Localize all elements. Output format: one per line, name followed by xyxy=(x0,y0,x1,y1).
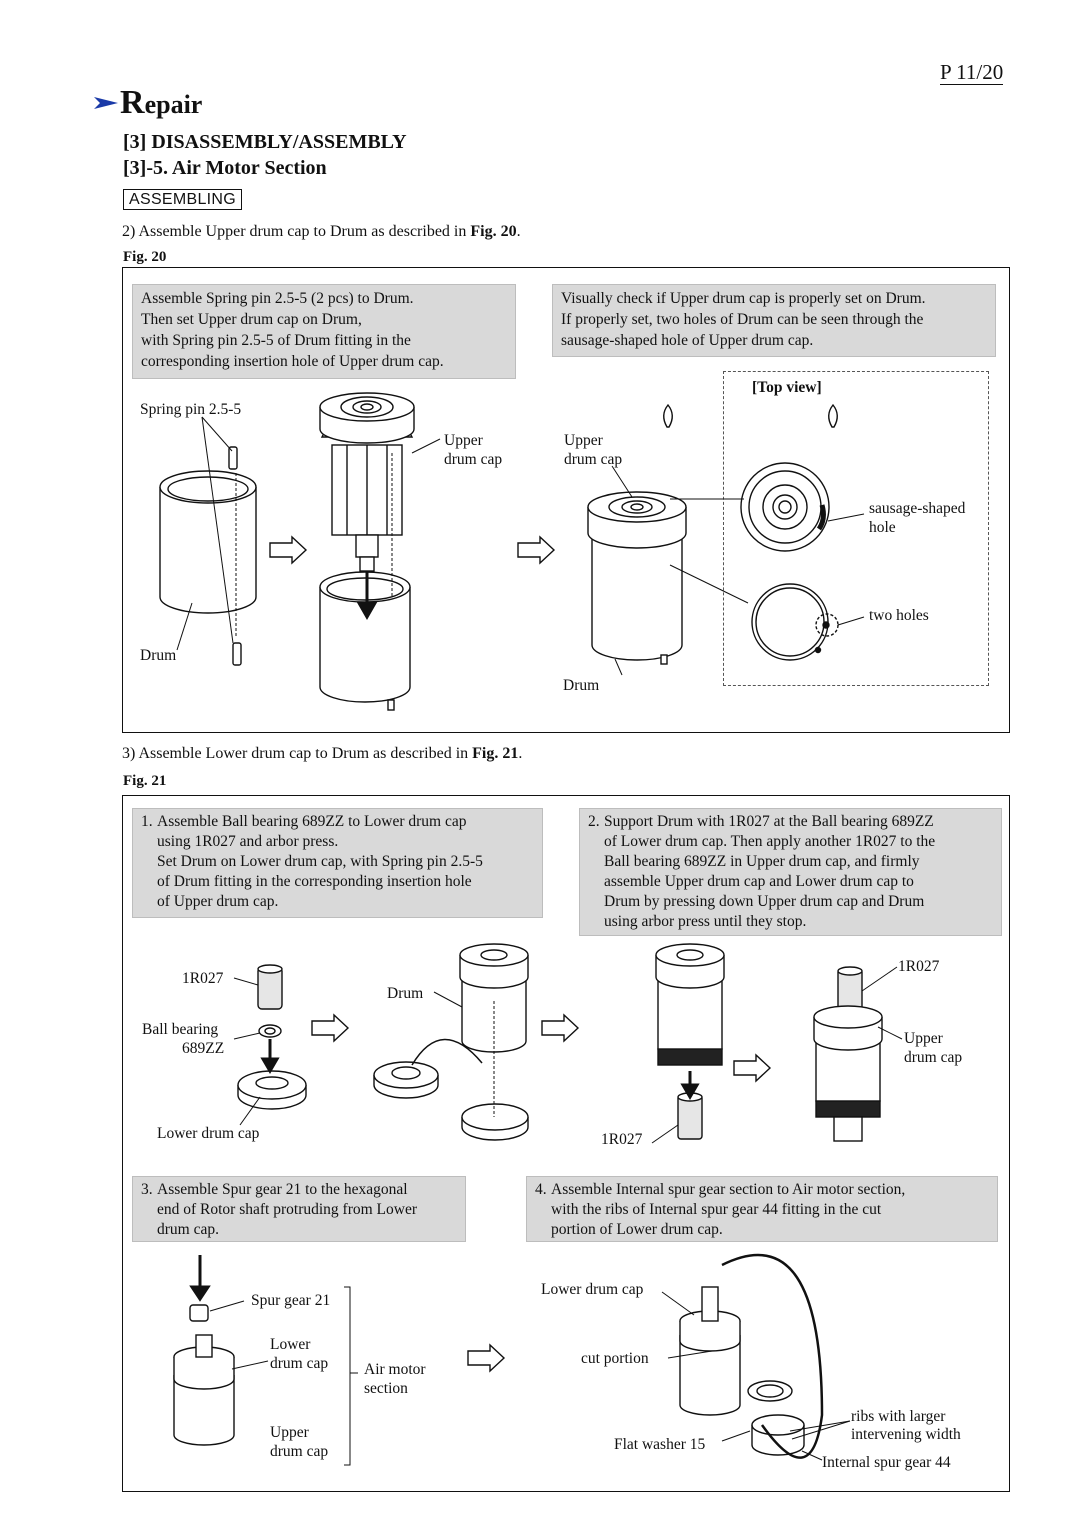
view-direction-icon-2 xyxy=(828,403,838,428)
upper-drum-cap-label-1a: Upper xyxy=(444,432,483,449)
fig-21-label: Fig. 21 xyxy=(123,773,167,789)
chapter-title: [3] DISASSEMBLY/ASSEMBLY xyxy=(123,131,407,153)
drum-label: Drum xyxy=(387,985,424,1002)
fig-20-illustration xyxy=(159,392,865,711)
spur-gear-label: Spur gear 21 xyxy=(251,1292,331,1309)
step-2-instruction: 2) Assemble Upper drum cap to Drum as de… xyxy=(122,223,521,240)
internal-spur-gear-label: Internal spur gear 44 xyxy=(822,1454,951,1471)
lower-drum-cap-label: Lower drum cap xyxy=(157,1125,260,1142)
cut-portion-label: cut portion xyxy=(581,1350,649,1367)
drum-middle xyxy=(319,587,411,703)
air-motor-label-a: Air motor xyxy=(364,1361,426,1378)
top-view-box xyxy=(723,371,989,686)
step-arrow-2 xyxy=(517,535,556,565)
sausage-hole-label-b: hole xyxy=(869,519,896,536)
assembling-badge: ASSEMBLING xyxy=(123,189,243,210)
fig-20-label: Fig. 20 xyxy=(123,249,167,265)
upper-drum-cap-label-3a: Upper xyxy=(904,1030,943,1047)
page-number: P 11/20 xyxy=(940,60,1004,85)
air-motor-label-b: section xyxy=(364,1380,408,1397)
ball-bearing-label-b: 689ZZ xyxy=(182,1040,225,1057)
lower-drum-cap-label-2a: Lower xyxy=(270,1336,311,1353)
drum-label-right: Drum xyxy=(563,677,600,694)
step-arrow-1 xyxy=(269,535,308,565)
step-3-instruction: 3) Assemble Lower drum cap to Drum as de… xyxy=(122,745,523,762)
ribs-label-a: ribs with larger xyxy=(851,1408,946,1425)
spring-pin-bottom xyxy=(232,642,242,666)
fig-21-note-2: 2. Support Drum with 1R027 at the Ball b… xyxy=(579,808,1002,936)
upper-drum-cap-label-2a: Upper xyxy=(564,432,603,449)
sausage-shaped-hole xyxy=(816,504,826,531)
lower-drum-cap-label-2b: drum cap xyxy=(270,1355,329,1372)
spring-pin-top xyxy=(228,446,238,470)
pointer-arrow-icon xyxy=(94,97,118,109)
two-holes-label: two holes xyxy=(869,607,929,624)
lower-drum-cap-label-3: Lower drum cap xyxy=(541,1281,644,1298)
fig-20-note-right: Visually check if Upper drum cap is prop… xyxy=(552,284,996,357)
connection-curve xyxy=(721,1253,824,1459)
tool-1r027-label-c: 1R027 xyxy=(898,958,940,975)
upper-drum-cap-label-2b: drum cap xyxy=(564,451,623,468)
section-heading-text: Repair xyxy=(120,84,203,121)
tool-1r027-label-a: 1R027 xyxy=(182,970,224,987)
section-heading: Repair xyxy=(94,84,202,122)
upper-drum-cap-label-3b: drum cap xyxy=(904,1049,963,1066)
view-direction-icon-1 xyxy=(663,403,673,428)
sausage-hole-label-a: sausage-shaped xyxy=(869,500,966,517)
fig-21-note-3: 3. Assemble Spur gear 21 to the hexagona… xyxy=(132,1176,466,1242)
upper-drum-cap-label-4b: drum cap xyxy=(270,1443,329,1460)
ball-bearing-label-a: Ball bearing xyxy=(142,1021,219,1038)
upper-drum-cap-label-4a: Upper xyxy=(270,1424,309,1441)
drum-left xyxy=(159,487,257,614)
ribs-label-b: intervening width xyxy=(851,1426,961,1443)
top-view-label: [Top view] xyxy=(752,379,822,396)
fig-20-frame xyxy=(122,267,1010,733)
spring-pin-label: Spring pin 2.5-5 xyxy=(140,401,242,418)
section-title: [3]-5. Air Motor Section xyxy=(123,157,327,179)
fig-21-frame xyxy=(122,795,1010,1492)
tool-1r027-label-b: 1R027 xyxy=(601,1131,643,1148)
fig-21-illustration xyxy=(173,943,903,1466)
fig-21-note-1: 1. Assemble Ball bearing 689ZZ to Lower … xyxy=(132,808,543,918)
fig-20-note-left: Assemble Spring pin 2.5-5 (2 pcs) to Dru… xyxy=(132,284,516,379)
fig-21-note-4: 4. Assemble Internal spur gear section t… xyxy=(526,1176,998,1242)
drum-label-left: Drum xyxy=(140,647,177,664)
upper-drum-cap-label-1b: drum cap xyxy=(444,451,503,468)
flat-washer-label: Flat washer 15 xyxy=(614,1436,706,1453)
